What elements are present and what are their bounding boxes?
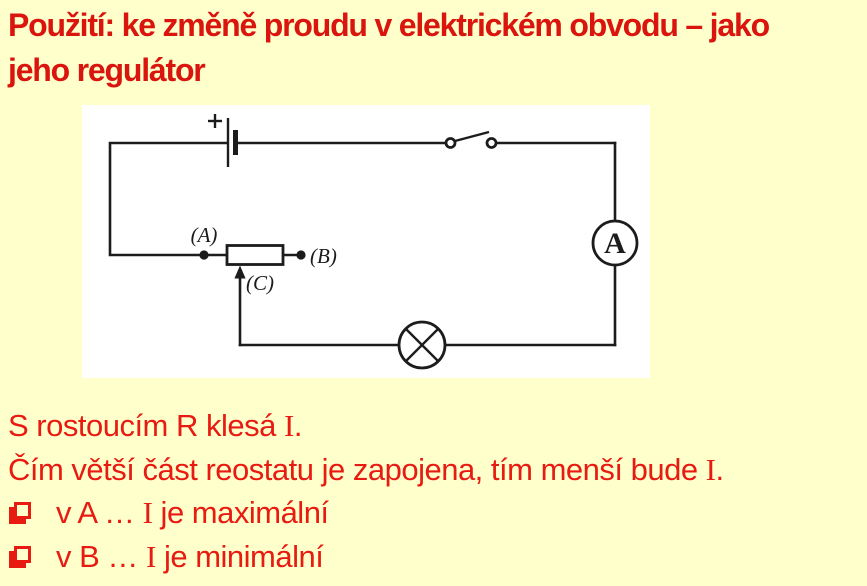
bullet-1-text-end: je maximální <box>152 495 330 530</box>
bullet-2-text: v B … <box>56 538 147 574</box>
wiper-c-label: (C) <box>246 271 274 295</box>
switch-contact-right <box>485 137 498 149</box>
bullet-1-text: v A … <box>56 495 143 530</box>
current-symbol: I <box>142 495 153 530</box>
bullet-item-2: v B … I je minimální <box>8 535 724 579</box>
slide-title: Použití: ke změně proudu v elektrickém o… <box>8 3 864 93</box>
switch <box>444 130 498 149</box>
ammeter: A <box>591 219 639 267</box>
battery <box>208 114 238 167</box>
bullet-2-text-end: je minimální <box>155 538 324 574</box>
statement-2-text: Čím větší část reostatu je zapojena, tím… <box>8 451 706 487</box>
terminal-b-dot <box>296 250 306 260</box>
switch-blade <box>454 130 490 143</box>
checkbox-bullet-icon <box>14 502 31 520</box>
checkbox-bullet-icon <box>14 545 31 563</box>
wire-left-loop <box>108 141 229 257</box>
statement-1-text: S rostoucím R klesá <box>8 408 284 443</box>
circuit-wires <box>108 141 617 347</box>
slide-title-line-1: Použití: ke změně proudu v elektrickém o… <box>8 7 770 43</box>
wiper-arrow-icon <box>234 265 246 279</box>
ammeter-circle <box>591 219 639 267</box>
notes-block: S rostoucím R klesá I. Čím větší část re… <box>8 404 724 578</box>
circuit-diagram-figure: A (A) (B) (C) <box>82 105 650 378</box>
statement-1-period: . <box>293 408 303 443</box>
lamp-cross-2 <box>405 328 439 362</box>
statement-1: S rostoucím R klesá I. <box>8 404 724 448</box>
current-symbol: I <box>705 451 716 487</box>
statement-2-period: . <box>715 451 725 487</box>
terminal-a-dot <box>199 250 209 260</box>
circuit-schematic: A (A) (B) (C) <box>108 114 639 370</box>
slide-title-line-2: jeho regulátor <box>8 52 206 88</box>
bullet-1-line: v A … I je maximální <box>56 491 329 535</box>
terminal-b-label: (B) <box>310 244 337 268</box>
bullet-item-1: v A … I je maximální <box>8 491 724 535</box>
rheostat: (A) (B) (C) <box>191 223 337 295</box>
terminal-a-label: (A) <box>191 223 218 247</box>
battery-plus-icon <box>208 114 222 128</box>
switch-contact-left <box>444 137 457 149</box>
rheostat-body <box>225 244 285 266</box>
lamp <box>397 320 447 370</box>
current-symbol: I <box>283 408 294 443</box>
bullet-2-line: v B … I je minimální <box>56 535 324 579</box>
statement-2: Čím větší část reostatu je zapojena, tím… <box>8 448 724 492</box>
ammeter-letter: A <box>604 227 626 260</box>
current-symbol: I <box>146 538 156 574</box>
